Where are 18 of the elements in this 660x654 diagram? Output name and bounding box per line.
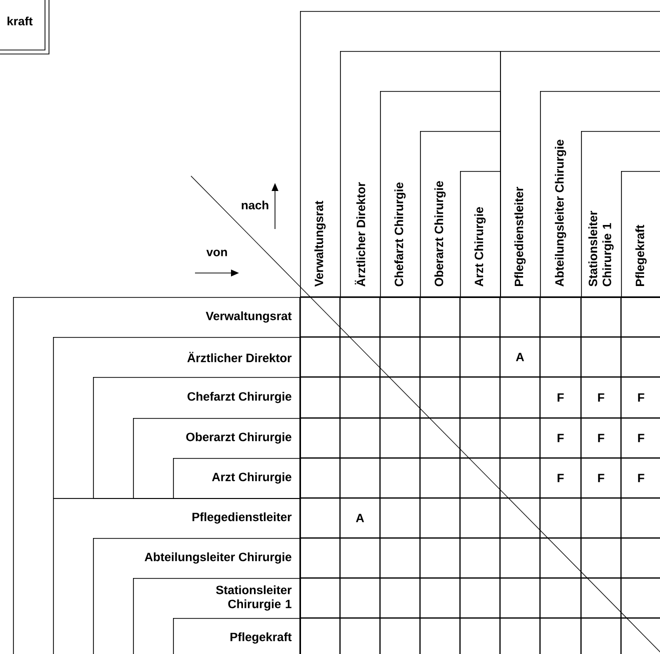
column-header-box: Pflegekraft — [621, 171, 660, 298]
row-header-box: Arzt Chirurgie — [173, 458, 301, 499]
cell-mark: A — [516, 352, 524, 362]
axis-label: nach — [242, 200, 268, 210]
cell-mark: F — [638, 434, 644, 442]
cell-mark: F — [638, 393, 644, 402]
cell-mark: F — [558, 393, 564, 402]
cropped-box: kraft — [0, 0, 50, 54]
cell-mark: F — [558, 434, 564, 442]
cell-mark: F — [558, 474, 564, 482]
axis-label: von — [206, 250, 227, 256]
cell-mark: A — [356, 514, 364, 522]
cell-mark: F — [598, 393, 604, 402]
cell-mark: F — [638, 474, 644, 482]
column-header-box: Arzt Chirurgie — [460, 171, 501, 298]
row-header-box: Pflegekraft — [173, 618, 301, 654]
cell-mark: F — [598, 474, 604, 482]
cell-mark: F — [598, 434, 604, 442]
